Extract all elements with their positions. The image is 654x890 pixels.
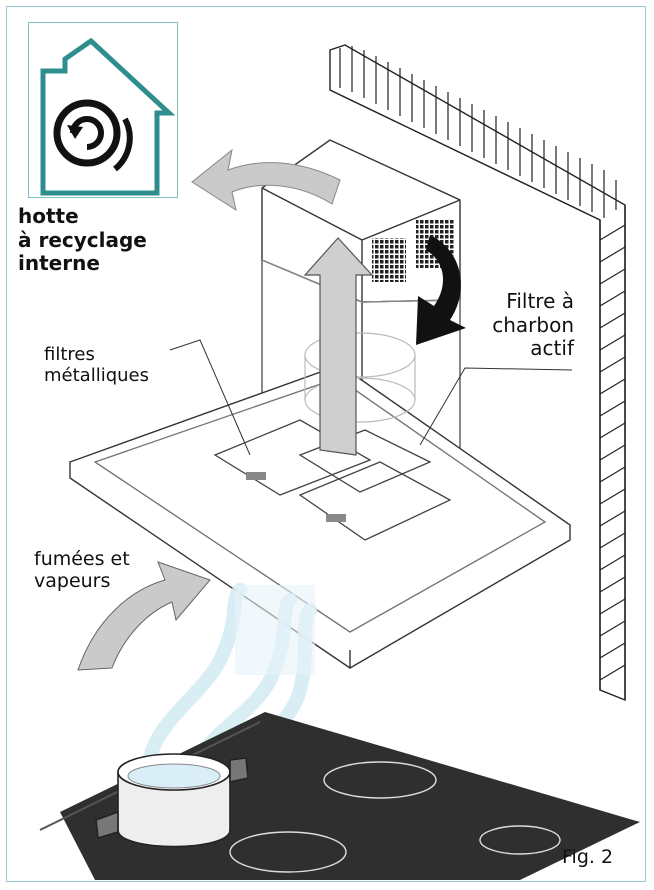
exhaust-arrow <box>191 148 341 212</box>
fumes-label: fumées et vapeurs <box>34 548 130 593</box>
wall <box>329 44 626 702</box>
wall-hatching <box>339 46 617 218</box>
hood-type-label: hotte à recyclage interne <box>18 204 147 276</box>
metal-filters-label: filtres métalliques <box>44 344 149 387</box>
recycle-icon-box <box>28 22 178 198</box>
charcoal-filter-arrow <box>416 235 466 345</box>
steam-column <box>235 585 315 675</box>
figure-number: Fig. 2 <box>562 846 614 868</box>
motor-housing <box>304 332 416 423</box>
figure-frame <box>6 6 646 882</box>
leader-lines <box>169 339 573 456</box>
charcoal-filter-label: Filtre à charbon actif <box>492 289 574 361</box>
fumes-arrow <box>77 561 211 671</box>
pot <box>95 753 249 848</box>
wall-vertical-hatching <box>599 224 626 681</box>
recycling-house-icon <box>40 37 176 196</box>
upflow-arrow <box>303 237 374 456</box>
